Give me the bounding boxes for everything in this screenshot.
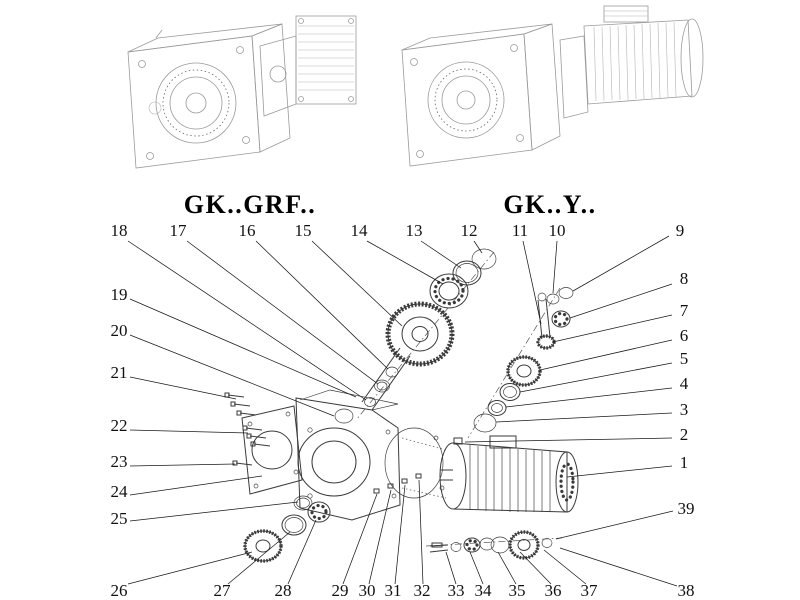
callout-13: 13 [406,221,423,240]
part-seal-ring [293,495,313,511]
callout-7: 7 [680,301,689,320]
callout-36: 36 [545,581,562,600]
callout-23: 23 [111,452,128,471]
callout-numbers: 18 17 16 15 14 13 12 11 10 9 8 7 6 5 4 3… [111,221,695,600]
part-gear-large [385,301,455,367]
callout-24: 24 [111,482,129,501]
part-bearing-upper [429,248,497,309]
model-label-y: GK..Y.. [503,190,596,219]
callout-1: 1 [680,453,689,472]
callout-5: 5 [680,349,689,368]
callout-18: 18 [111,221,128,240]
callout-10: 10 [549,221,566,240]
callout-28: 28 [275,581,292,600]
part-bolts [224,392,271,466]
part-flange-plate [241,405,303,495]
exploded-view-drawing [224,248,579,563]
part-output-assembly [429,530,553,560]
callout-9: 9 [676,221,685,240]
axis-lines [355,251,563,547]
model-label-grf: GK..GRF.. [184,190,316,219]
callout-38: 38 [678,581,695,600]
callout-21: 21 [111,363,128,382]
callout-27: 27 [214,581,232,600]
callout-11: 11 [512,221,528,240]
callout-15: 15 [295,221,312,240]
part-plugs-bolts [373,437,463,494]
part-input-shaft [361,347,411,411]
callout-30: 30 [359,581,376,600]
gearbox-y-drawing [401,5,704,167]
callout-6: 6 [680,326,689,345]
callout-17: 17 [170,221,188,240]
callout-2: 2 [680,425,689,444]
callout-31: 31 [385,581,402,600]
callout-26: 26 [111,581,128,600]
callout-25: 25 [111,509,128,528]
gearbox-grf-drawing [127,15,357,169]
callout-39: 39 [678,499,695,518]
part-gear-lower [243,501,331,563]
callout-20: 20 [111,321,128,340]
callout-29: 29 [332,581,349,600]
part-motor [439,435,579,513]
callout-14: 14 [351,221,369,240]
callout-3: 3 [680,400,689,419]
callout-4: 4 [680,374,689,393]
callout-22: 22 [111,416,128,435]
callout-19: 19 [111,285,128,304]
leader-lines [127,235,678,587]
callout-12: 12 [461,221,478,240]
callout-32: 32 [414,581,431,600]
callout-34: 34 [475,581,493,600]
part-gear-small-stack [473,355,542,433]
callout-35: 35 [509,581,526,600]
callout-37: 37 [581,581,599,600]
callout-33: 33 [448,581,465,600]
callout-8: 8 [680,269,689,288]
part-housing [295,389,445,521]
callout-16: 16 [239,221,256,240]
